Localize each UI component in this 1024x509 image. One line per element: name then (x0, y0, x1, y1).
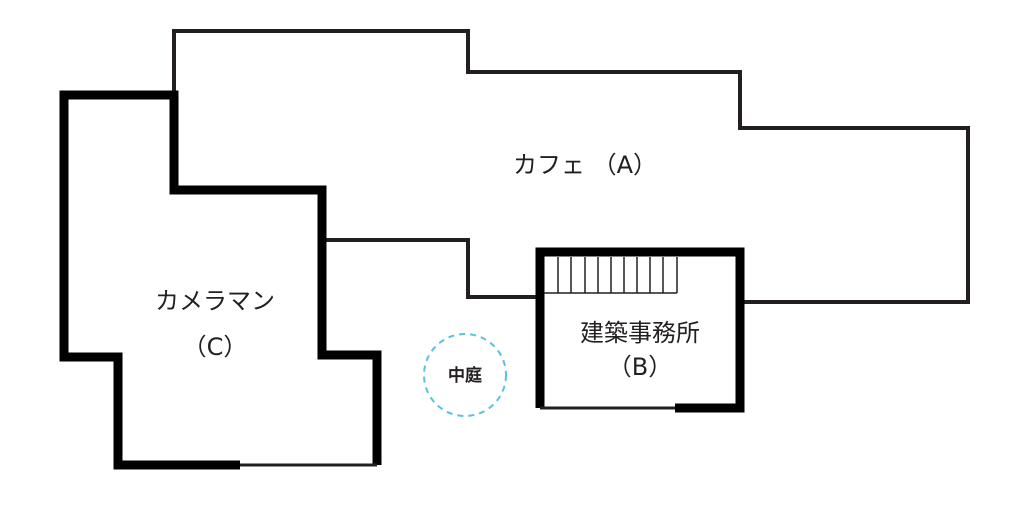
photographer-code: （C） (182, 333, 248, 361)
architect-wall (535, 247, 745, 413)
staircase (544, 257, 678, 294)
cafe-code: （A） (592, 151, 658, 179)
courtyard-circle (423, 333, 507, 417)
courtyard-label: 中庭 (425, 366, 505, 386)
cafe-label: カフェ （A） (480, 148, 690, 182)
courtyard-name: 中庭 (448, 366, 482, 386)
cafe-name: カフェ (512, 151, 585, 179)
photographer-name: カメラマン (155, 287, 275, 315)
architect-code: （B） (607, 353, 673, 381)
cafe-wall (172, 29, 970, 304)
photographer-label: カメラマン （C） (110, 278, 320, 370)
architect-label: 建築事務所 （B） (545, 316, 735, 384)
cafe-inner-wall (322, 238, 540, 299)
architect-name: 建築事務所 (580, 319, 700, 347)
photographer-wall (59, 90, 382, 470)
